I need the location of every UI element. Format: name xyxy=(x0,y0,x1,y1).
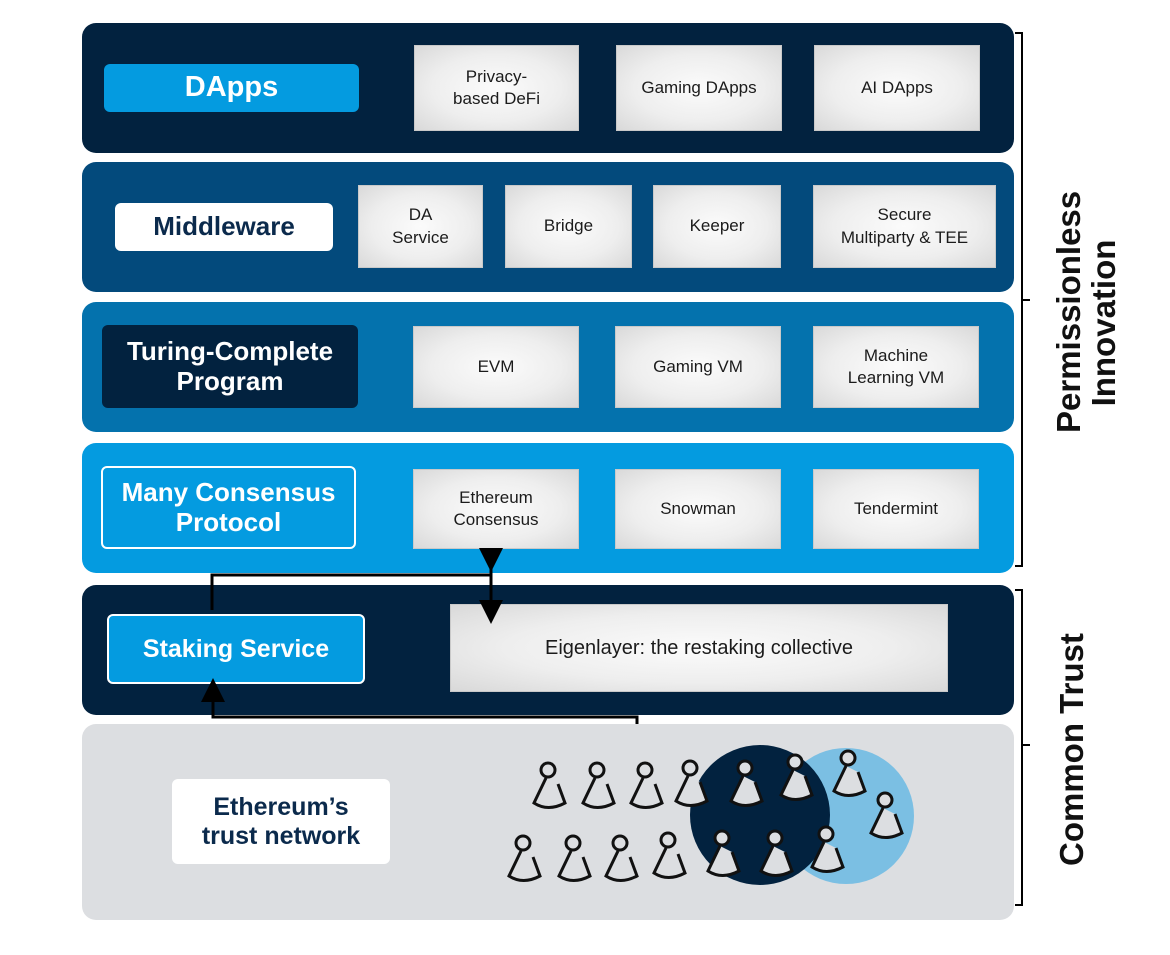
dapps-label: DApps xyxy=(104,64,359,112)
staking-service-label: Staking Service xyxy=(107,614,365,684)
item-privacy-defi: Privacy- based DeFi xyxy=(414,45,579,131)
permissionless-innovation-label: Permissionless Innovation xyxy=(1050,190,1122,433)
item-tendermint: Tendermint xyxy=(813,469,979,549)
item-eigenlayer: Eigenlayer: the restaking collective xyxy=(450,604,948,692)
consensus-label: Many Consensus Protocol xyxy=(101,466,356,549)
item-da-service: DA Service xyxy=(358,185,483,268)
item-bridge: Bridge xyxy=(505,185,632,268)
item-keeper: Keeper xyxy=(653,185,781,268)
item-secure-multiparty-tee: Secure Multiparty & TEE xyxy=(813,185,996,268)
middleware-label: Middleware xyxy=(115,203,333,251)
common-trust-label: Common Trust xyxy=(1053,633,1090,866)
brace-permissionless xyxy=(1015,32,1030,567)
item-snowman: Snowman xyxy=(615,469,781,549)
turing-complete-label: Turing-Complete Program xyxy=(102,325,358,408)
item-evm: EVM xyxy=(413,326,579,408)
item-machine-learning-vm: Machine Learning VM xyxy=(813,326,979,408)
item-gaming-dapps: Gaming DApps xyxy=(616,45,782,131)
item-gaming-vm: Gaming VM xyxy=(615,326,781,408)
item-ethereum-consensus: Ethereum Consensus xyxy=(413,469,579,549)
brace-common-trust xyxy=(1015,589,1030,906)
trust-network-label: Ethereum’s trust network xyxy=(172,779,390,864)
item-ai-dapps: AI DApps xyxy=(814,45,980,131)
